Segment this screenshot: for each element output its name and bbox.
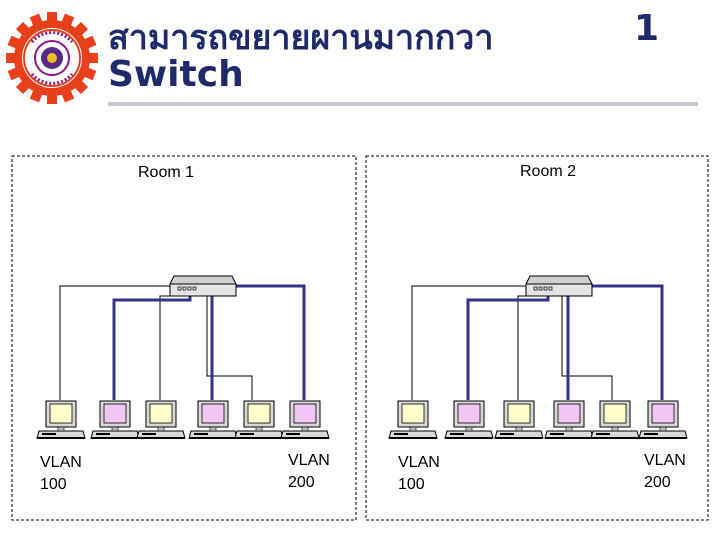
gear-icon xyxy=(6,12,98,104)
room-2-vlan-100-cables xyxy=(411,285,613,400)
room-2-pc-5-vlan-100 xyxy=(590,400,640,439)
title-underline xyxy=(108,102,698,106)
room-1-vlan-100-cables xyxy=(59,285,253,400)
room-2-vlan-200-cables xyxy=(466,284,664,400)
room-1-label: Room 1 xyxy=(138,164,195,181)
room-1-pc-3-vlan-100 xyxy=(136,400,186,439)
room-1-vlan-200-label: VLAN 200 xyxy=(288,452,330,491)
room-1-pc-6-vlan-200 xyxy=(280,400,330,439)
room-2-vlan-100-label: VLAN 100 xyxy=(398,454,440,493)
room-2-vlan-200-label: VLAN 200 xyxy=(644,452,686,491)
room-2-pc-3-vlan-100 xyxy=(494,400,544,439)
room-2-switch xyxy=(525,275,593,297)
room-2-pc-6-vlan-200 xyxy=(638,400,688,439)
room-1-vlan-200-cables xyxy=(112,284,306,400)
room-1-pc-5-vlan-100 xyxy=(234,400,284,439)
room-1-switch xyxy=(169,275,237,297)
slide-title-number: 1 xyxy=(634,8,660,49)
room-1-pc-4-vlan-200 xyxy=(188,400,238,439)
room-2-pc-2-vlan-200 xyxy=(444,400,494,439)
room-2-pc-4-vlan-200 xyxy=(544,400,594,439)
room-2-box xyxy=(365,155,709,521)
room-1-box xyxy=(11,155,357,521)
slide-title-line1: สามารถขยายผานมากกวา xyxy=(108,18,494,58)
room-1-pc-1-vlan-100 xyxy=(36,400,86,439)
slide-title-line2: Switch xyxy=(108,54,244,95)
room-2-pc-1-vlan-100 xyxy=(388,400,438,439)
room-1-pc-2-vlan-200 xyxy=(90,400,140,439)
room-2-label: Room 2 xyxy=(520,163,577,180)
university-logo xyxy=(6,12,98,104)
room-1-vlan-100-label: VLAN 100 xyxy=(40,454,82,493)
